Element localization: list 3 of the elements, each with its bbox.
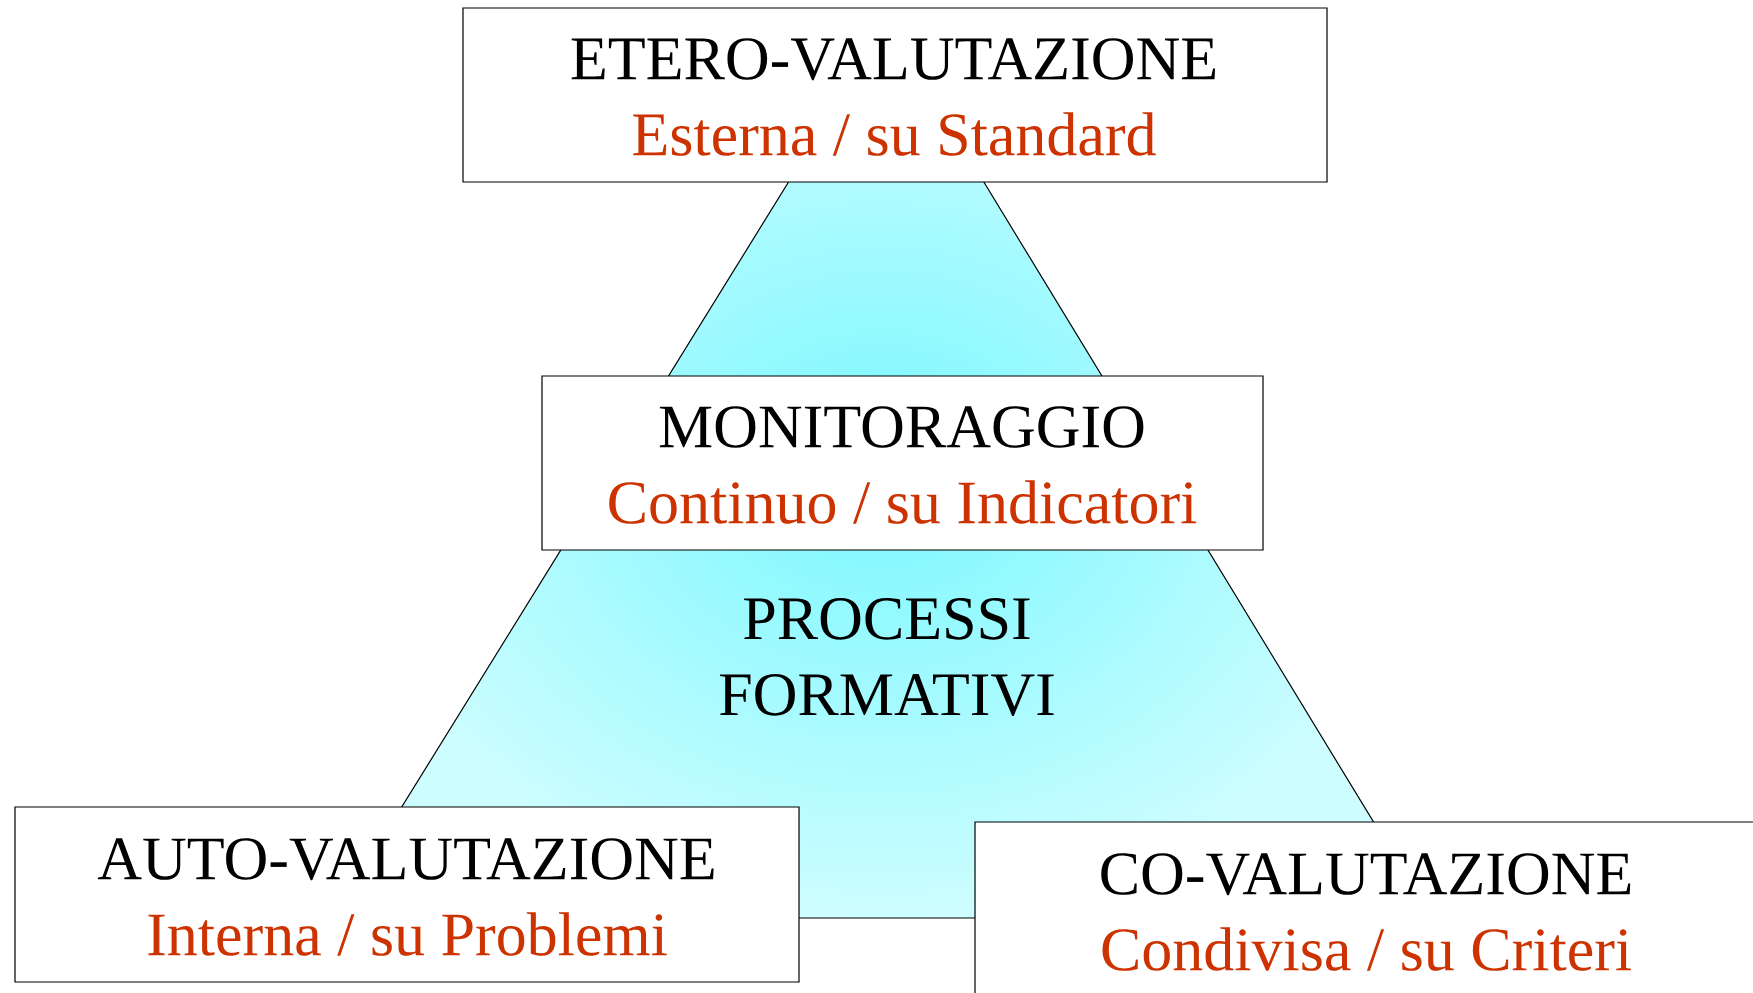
text-box: CO-VALUTAZIONE Condivisa / su Criteri — [974, 821, 1753, 993]
text-box: AUTO-VALUTAZIONE Interna / su Problemi — [14, 806, 800, 983]
text-box: ETERO-VALUTAZIONE Esterna / su Standard — [462, 7, 1328, 183]
